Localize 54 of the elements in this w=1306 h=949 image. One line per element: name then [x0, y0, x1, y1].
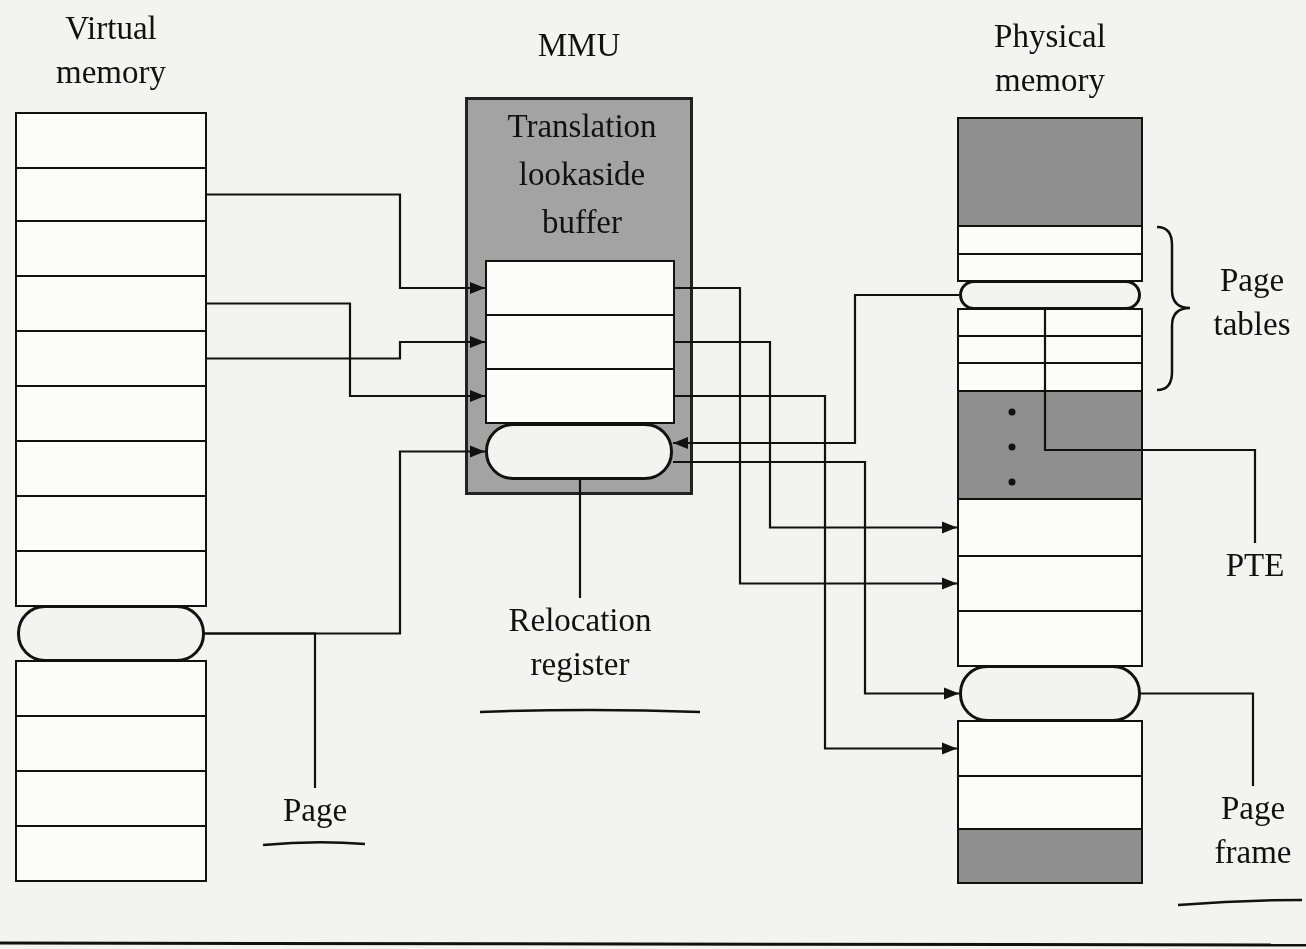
shaded-region — [957, 828, 1143, 884]
highlighted-entry — [959, 665, 1141, 722]
memory-slot — [957, 720, 1143, 777]
memory-slot — [15, 112, 207, 169]
arrow — [673, 460, 959, 700]
arrow — [207, 335, 485, 360]
arrow — [673, 293, 959, 450]
memory-slot — [485, 314, 675, 370]
memory-slot — [957, 610, 1143, 667]
arrow — [675, 394, 957, 755]
memory-slot — [15, 220, 207, 277]
memory-slot — [957, 225, 1143, 255]
bracket-label: Page tables — [1212, 261, 1292, 344]
callout-label: PTE — [1210, 543, 1300, 589]
memory-slot — [957, 775, 1143, 830]
memory-slot — [957, 308, 1143, 337]
memory-slot — [15, 385, 207, 442]
shaded-region — [957, 117, 1143, 227]
callout-label: Page — [265, 788, 365, 834]
memory-slot — [485, 260, 675, 316]
highlighted-entry — [485, 423, 673, 480]
column-heading: Virtual memory — [55, 9, 167, 92]
highlighted-entry — [17, 605, 205, 662]
memory-slot — [485, 368, 675, 424]
column-heading: Physical memory — [993, 16, 1107, 100]
shaded-region — [957, 390, 1143, 500]
memory-slot — [957, 555, 1143, 612]
memory-slot — [15, 275, 207, 332]
column-heading: MMU — [536, 26, 622, 65]
leader-line — [578, 480, 582, 598]
memory-slot — [957, 498, 1143, 557]
memory-slot — [15, 167, 207, 222]
memory-slot — [15, 330, 207, 387]
memory-slot — [957, 253, 1143, 282]
leader-line — [1043, 310, 1257, 543]
arrow — [675, 340, 957, 534]
memory-slot — [957, 362, 1143, 392]
memory-slot — [15, 495, 207, 552]
highlighted-entry — [959, 280, 1141, 310]
arrow — [675, 286, 957, 590]
arrow — [207, 193, 485, 295]
memory-slot — [15, 715, 207, 772]
memory-slot — [15, 825, 207, 882]
memory-slot — [15, 660, 207, 717]
arrow — [207, 302, 485, 403]
memory-slot — [15, 440, 207, 497]
callout-label: Page frame — [1200, 786, 1306, 878]
leader-line — [205, 632, 317, 788]
block-title: Translation lookaside buffer — [506, 107, 658, 242]
memory-slot — [15, 550, 207, 607]
leader-line — [1141, 692, 1255, 786]
memory-slot — [957, 335, 1143, 364]
callout-label: Relocation register — [480, 598, 680, 698]
memory-slot — [15, 770, 207, 827]
